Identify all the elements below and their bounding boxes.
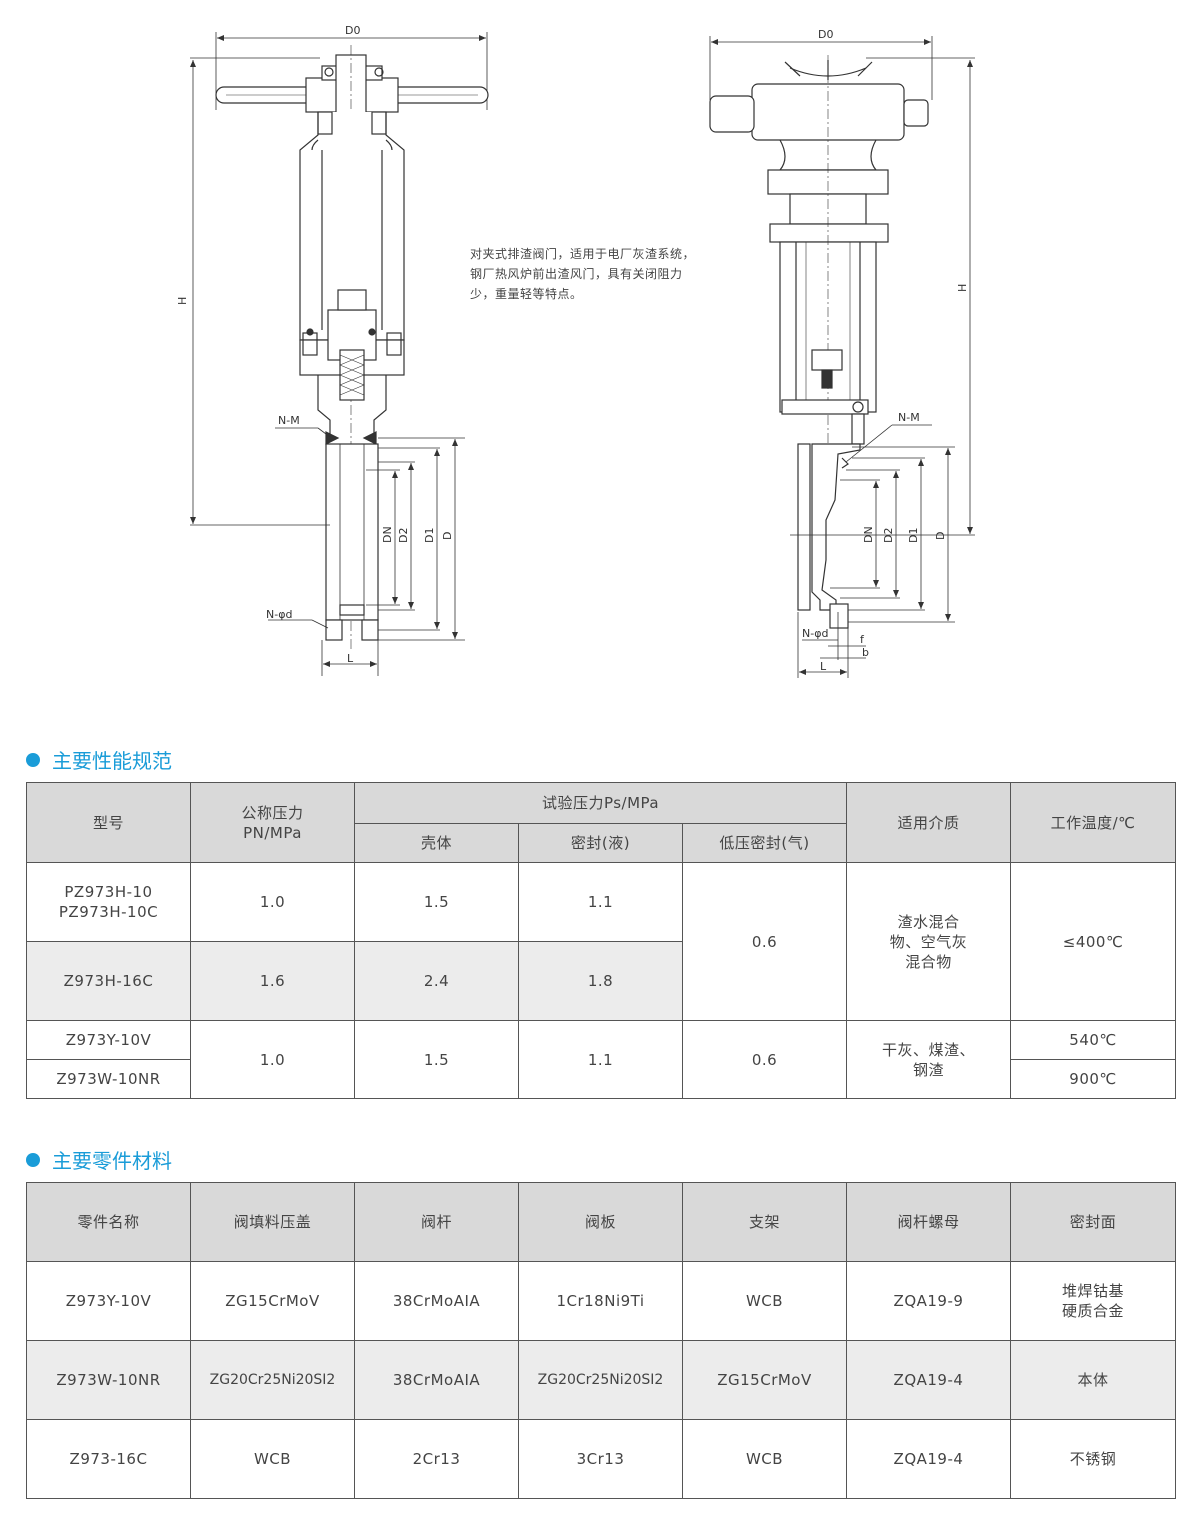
description-note: 对夹式排渣阀门，适用于电厂灰渣系统，钢厂热风炉前出渣风门，具有关闭阻力少，重量轻…	[470, 247, 696, 301]
mat-cell: WCB	[190, 1419, 355, 1499]
cell-temp: 900℃	[1010, 1059, 1177, 1099]
cell-seal: 1.8	[518, 941, 683, 1021]
mat-cell: 不锈钢	[1010, 1419, 1176, 1499]
mat-cell: WCB	[682, 1261, 847, 1341]
mat-header-2: 阀杆	[354, 1182, 519, 1262]
header-pn: 公称压力 PN/MPa	[190, 782, 355, 863]
mat-cell: 3Cr13	[518, 1419, 683, 1499]
mat-cell: 2Cr13	[354, 1419, 519, 1499]
mat-cell: ZG20Cr25Ni20SI2	[518, 1340, 683, 1420]
materials-table: 零件名称 阀填料压盖 阀杆 阀板 支架 阀杆螺母 密封面 Z973Y-10V Z…	[26, 1182, 1176, 1499]
materials-header-row: 零件名称 阀填料压盖 阀杆 阀板 支架 阀杆螺母 密封面	[26, 1182, 1176, 1262]
left-h-label: H	[176, 297, 189, 305]
mat-cell: ZG15CrMoV	[682, 1340, 847, 1420]
cell-medium: 干灰、煤渣、 钢渣	[846, 1020, 1012, 1099]
right-nm-label: N-M	[898, 411, 920, 424]
right-dim-labels: D0 H N-M N-φd DN D2 D1 D L f b	[802, 28, 969, 673]
header-model: 型号	[26, 782, 191, 863]
right-f-label: f	[860, 633, 865, 646]
left-d-label: D	[441, 532, 454, 540]
mat-cell: 堆焊钴基 硬质合金	[1010, 1261, 1176, 1341]
mat-cell: ZG20Cr25Ni20SI2	[190, 1340, 355, 1420]
mat-cell: ZG15CrMoV	[190, 1261, 355, 1341]
cell-shell: 2.4	[354, 941, 519, 1021]
right-nphid-label: N-φd	[802, 627, 828, 640]
mat-cell: Z973-16C	[26, 1419, 191, 1499]
right-d2-label: D2	[882, 528, 895, 543]
right-h-label: H	[956, 284, 969, 292]
mat-cell: Z973Y-10V	[26, 1261, 191, 1341]
header-test-pressure: 试验压力Ps/MPa	[353, 782, 848, 824]
mat-cell: 本体	[1010, 1340, 1176, 1420]
cell-pn: 1.6	[190, 941, 355, 1021]
right-l-label: L	[820, 660, 827, 673]
mat-cell: WCB	[682, 1419, 847, 1499]
mat-cell: 1Cr18Ni9Ti	[518, 1261, 683, 1341]
cell-shell: 1.5	[354, 862, 519, 942]
left-d2-label: D2	[397, 528, 410, 543]
materials-section-title: 主要零件材料	[26, 1145, 172, 1174]
header-seal-liquid: 密封(液)	[518, 823, 683, 863]
cell-pn: 1.0	[190, 862, 355, 942]
table-row: Z973W-10NR 900℃	[26, 1059, 1177, 1099]
cell-model: Z973W-10NR	[26, 1059, 191, 1099]
performance-header-row: 型号 公称压力 PN/MPa 试验压力Ps/MPa 适用介质 工作温度/℃	[26, 782, 1177, 863]
cell-model: Z973H-16C	[26, 941, 191, 1021]
right-d0-label: D0	[818, 28, 833, 41]
mat-cell: 38CrMoAIA	[354, 1261, 519, 1341]
mat-header-1: 阀填料压盖	[190, 1182, 355, 1262]
table-row: Z973Y-10V 1.0 1.5 1.1 0.6 干灰、煤渣、 钢渣 540℃	[26, 1020, 1177, 1099]
performance-section-title: 主要性能规范	[26, 745, 172, 774]
cell-gas: 0.6	[681, 862, 848, 1021]
mat-cell: ZQA19-9	[846, 1261, 1011, 1341]
left-nphid-label: N-φd	[266, 608, 292, 621]
cell-seal: 1.1	[518, 862, 683, 942]
cell-model: PZ973H-10 PZ973H-10C	[26, 862, 191, 942]
left-dim-labels: D0 H N-M N-φd DN D2 D1 D L	[176, 24, 454, 665]
cell-gas: 0.6	[681, 1020, 848, 1099]
mat-cell: ZQA19-4	[846, 1340, 1011, 1420]
cell-temp: ≤400℃	[1010, 862, 1177, 1021]
left-d0-label: D0	[345, 24, 360, 37]
left-valve-drawing	[190, 32, 489, 676]
right-dn-label: DN	[862, 526, 875, 543]
cell-seal: 1.1	[518, 1020, 683, 1099]
header-shell: 壳体	[354, 823, 519, 863]
left-d1-label: D1	[423, 528, 436, 543]
table-row: Z973-16C WCB 2Cr13 3Cr13 WCB ZQA19-4 不锈钢	[26, 1419, 1176, 1499]
valve-drawings: D0 H N-M N-φd DN D2 D1 D L	[0, 0, 1200, 700]
table-row: PZ973H-10 PZ973H-10C 1.0 1.5 1.1 0.6 渣水混…	[26, 862, 1177, 1021]
mat-header-5: 阀杆螺母	[846, 1182, 1011, 1262]
mat-cell: ZQA19-4	[846, 1419, 1011, 1499]
cell-temp: 540℃	[1010, 1020, 1177, 1060]
left-l-label: L	[347, 652, 354, 665]
materials-title: 主要零件材料	[52, 1149, 172, 1173]
performance-table: 型号 公称压力 PN/MPa 试验压力Ps/MPa 适用介质 工作温度/℃ 壳体…	[26, 782, 1177, 1099]
right-d1-label: D1	[907, 528, 920, 543]
mat-header-0: 零件名称	[26, 1182, 191, 1262]
cell-pn: 1.0	[190, 1020, 355, 1099]
bullet-icon	[26, 752, 40, 767]
table-row: Z973W-10NR ZG20Cr25Ni20SI2 38CrMoAIA ZG2…	[26, 1340, 1176, 1420]
left-dn-label: DN	[381, 526, 394, 543]
right-d-label: D	[934, 532, 947, 540]
cell-shell: 1.5	[354, 1020, 519, 1099]
table-row: Z973Y-10V ZG15CrMoV 38CrMoAIA 1Cr18Ni9Ti…	[26, 1261, 1176, 1341]
mat-header-3: 阀板	[518, 1182, 683, 1262]
bullet-icon	[26, 1152, 40, 1167]
header-seal-gas: 低压密封(气)	[681, 823, 848, 863]
performance-title: 主要性能规范	[52, 749, 172, 773]
mat-header-6: 密封面	[1010, 1182, 1176, 1262]
mat-cell: Z973W-10NR	[26, 1340, 191, 1420]
mat-cell: 38CrMoAIA	[354, 1340, 519, 1420]
cell-medium: 渣水混合 物、空气灰 混合物	[846, 862, 1012, 1021]
right-b-label: b	[862, 646, 869, 659]
valve-drawing-svg: D0 H N-M N-φd DN D2 D1 D L	[176, 24, 975, 678]
header-temp: 工作温度/℃	[1010, 782, 1177, 863]
right-valve-drawing	[709, 36, 975, 678]
mat-header-4: 支架	[682, 1182, 847, 1262]
cell-model: Z973Y-10V	[26, 1020, 191, 1060]
header-medium: 适用介质	[846, 782, 1012, 863]
left-nm-label: N-M	[278, 414, 300, 427]
